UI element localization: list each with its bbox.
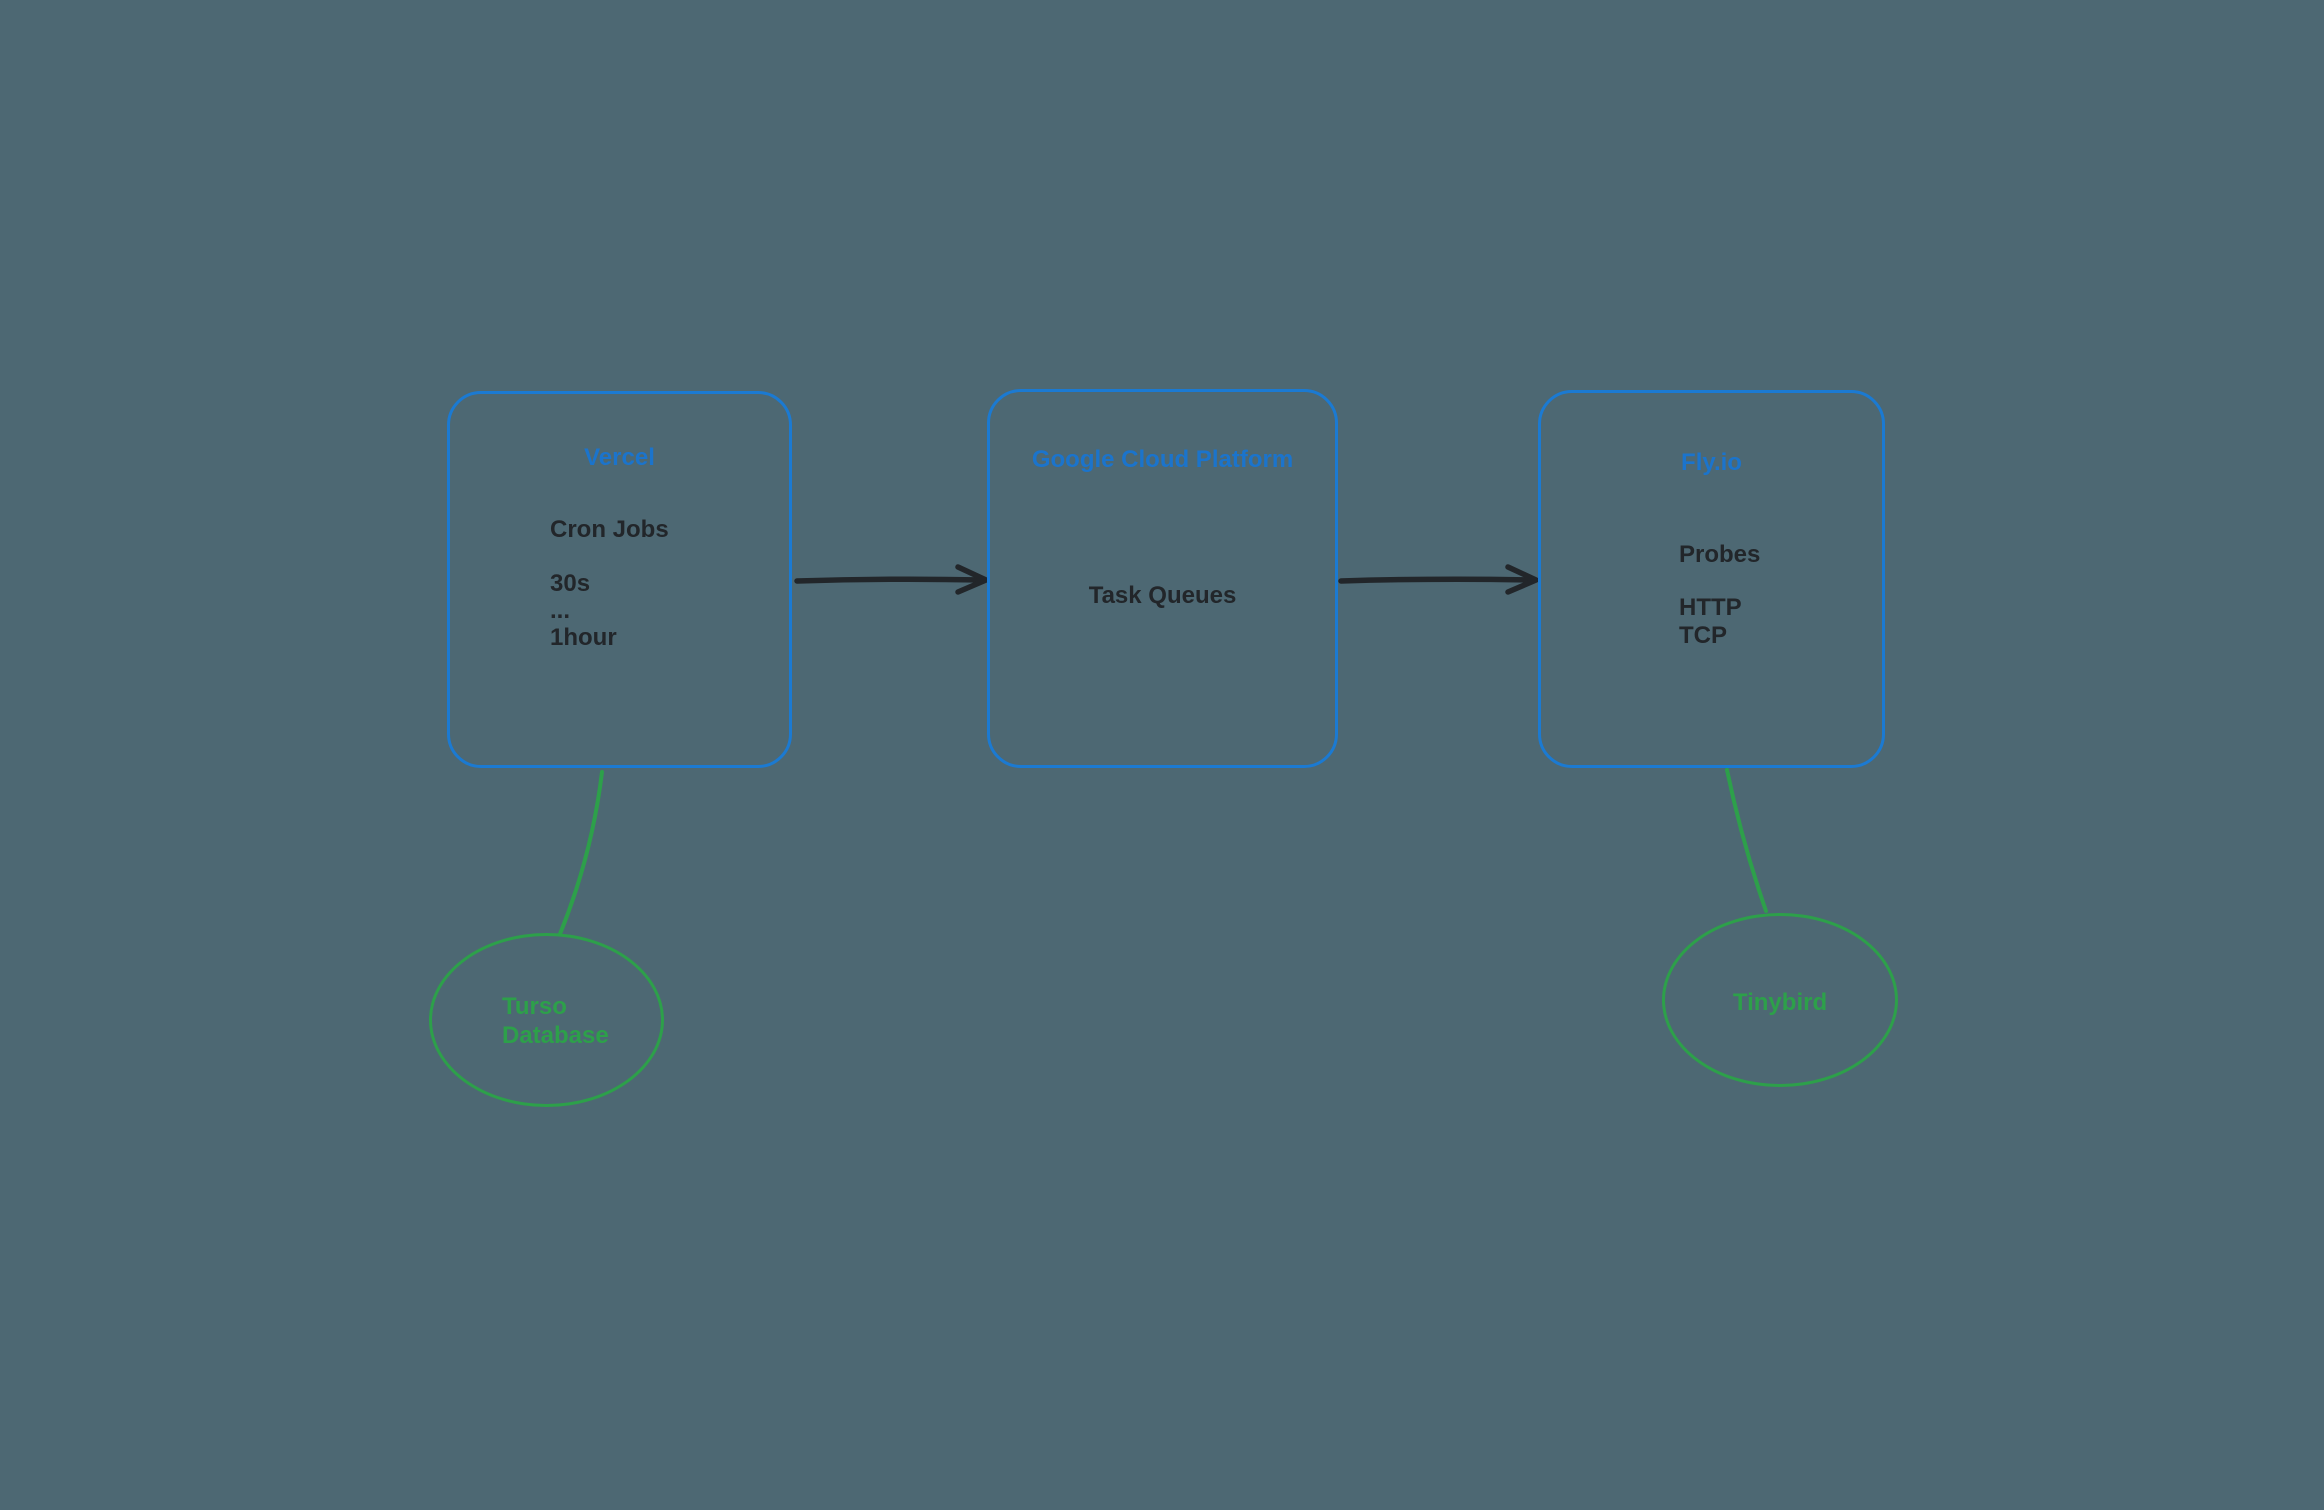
turso-database-label: Turso Database xyxy=(502,992,609,1050)
connector-line xyxy=(558,770,604,936)
arrow-shaft xyxy=(794,576,986,584)
node-flyio[interactable]: Fly.io Probes HTTP TCP xyxy=(1538,390,1885,768)
node-vercel[interactable]: Vercel Cron Jobs 30s ... 1hour xyxy=(447,391,792,768)
ellipse-turso-database[interactable]: Turso Database xyxy=(429,933,664,1107)
node-title-vercel: Vercel xyxy=(584,444,655,471)
connector-line xyxy=(1725,768,1768,913)
vercel-body-intervals: 30s ... 1hour xyxy=(550,570,617,651)
vercel-interval-1hour: 1hour xyxy=(550,624,617,651)
line-vercel-to-turso[interactable] xyxy=(558,770,604,936)
arrow-shaft xyxy=(1338,576,1536,584)
vercel-body-cron-jobs: Cron Jobs xyxy=(550,516,669,543)
flyio-protocol-http: HTTP xyxy=(1679,594,1742,621)
flyio-body-probes: Probes xyxy=(1679,541,1761,568)
tinybird-label: Tinybird xyxy=(1732,989,1828,1016)
arrow-head-icon xyxy=(955,564,989,595)
arrow-head-icon xyxy=(1505,564,1539,595)
node-title-flyio: Fly.io xyxy=(1681,449,1742,476)
turso-label-line1: Turso xyxy=(502,993,567,1020)
ellipse-tinybird[interactable]: Tinybird xyxy=(1662,913,1898,1087)
gcp-body-task-queues: Task Queues xyxy=(1088,582,1237,609)
vercel-interval-ellipsis: ... xyxy=(550,597,571,624)
arrow-vercel-to-gcp[interactable] xyxy=(794,564,989,595)
line-flyio-to-tinybird[interactable] xyxy=(1725,768,1768,913)
turso-label-line2: Database xyxy=(502,1022,609,1049)
vercel-interval-30s: 30s xyxy=(550,570,591,597)
flyio-body-protocols: HTTP TCP xyxy=(1679,594,1742,650)
arrow-gcp-to-flyio[interactable] xyxy=(1338,564,1539,595)
node-title-gcp: Google Cloud Platform xyxy=(1031,446,1294,473)
flyio-protocol-tcp: TCP xyxy=(1679,622,1727,649)
node-google-cloud-platform[interactable]: Google Cloud Platform Task Queues xyxy=(987,389,1338,768)
